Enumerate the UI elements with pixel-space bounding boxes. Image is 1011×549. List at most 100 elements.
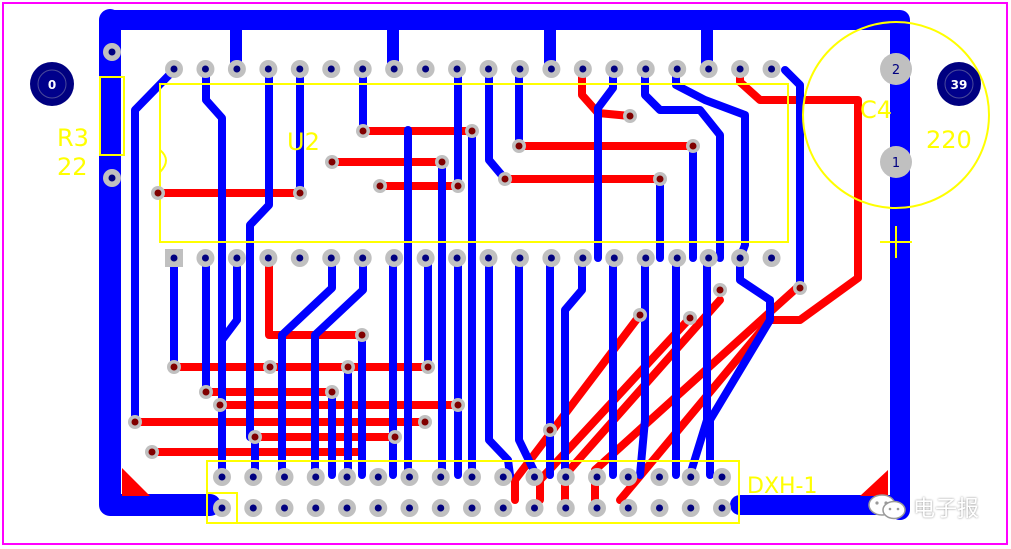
- dxh1-pad-hole: [624, 504, 632, 512]
- u2-pad-hole: [485, 254, 492, 262]
- c4-outline: [802, 21, 990, 209]
- u2-pads: [165, 60, 781, 267]
- u2-pad-hole: [201, 254, 209, 262]
- u2-pad-hole: [673, 254, 681, 262]
- u2-pad-hole: [359, 65, 367, 73]
- u2-pad-hole: [516, 65, 524, 73]
- dxh1-pad-hole: [343, 504, 351, 512]
- u2-pad-hole: [610, 254, 618, 262]
- u2-pad-hole: [642, 65, 650, 73]
- c4-ref-label: C4: [860, 96, 892, 124]
- c4-pad-1-label: 1: [892, 156, 900, 171]
- via-hole: [131, 418, 139, 426]
- u2-pad-hole: [547, 254, 555, 262]
- dxh1-pad-hole: [249, 504, 257, 512]
- r3-value-label: 22: [57, 153, 88, 181]
- u2-pad-hole: [264, 254, 272, 262]
- via-hole: [656, 175, 664, 183]
- dxh1-pad-hole: [499, 473, 507, 481]
- r3-ref-label: R3: [57, 124, 89, 152]
- via-hole: [636, 311, 644, 319]
- dxh1-pad-hole: [249, 473, 257, 481]
- u2-pad-hole: [327, 65, 335, 73]
- u2-pad-hole: [264, 65, 272, 73]
- u2-pad-hole: [705, 65, 713, 73]
- dxh1-pad-hole: [562, 473, 570, 481]
- dxh1-pad-hole: [687, 473, 695, 481]
- via-hole: [454, 182, 462, 190]
- dxh1-pad-hole: [343, 473, 351, 481]
- dxh1-pad-hole: [312, 473, 320, 481]
- c4-pad-2-label: 2: [892, 63, 900, 78]
- via-hole: [546, 426, 554, 434]
- dxh1-pad-hole: [281, 473, 288, 481]
- corner-fill: [860, 470, 888, 496]
- dxh1-pad-hole: [718, 473, 726, 481]
- c4-plus: [880, 226, 912, 258]
- via-hole: [328, 158, 336, 166]
- dxh1-pad-hole: [437, 504, 445, 512]
- dxh1-pads: [213, 468, 731, 517]
- dxh1-pad-hole: [531, 473, 538, 481]
- dxh1-pad-hole: [656, 504, 663, 512]
- via-hole: [438, 158, 446, 166]
- u2-pad-hole: [201, 65, 209, 73]
- via-hole: [296, 189, 304, 197]
- dxh1-pad-hole: [656, 473, 663, 481]
- u2-pad-hole: [485, 65, 492, 73]
- dxh1-pad-hole: [624, 473, 632, 481]
- via-hole: [170, 363, 178, 371]
- u2-pad-hole: [170, 254, 178, 262]
- dxh1-pad-hole: [374, 504, 382, 512]
- dxh1-pad-hole: [406, 504, 413, 512]
- bottom-copper-traces: [131, 66, 804, 479]
- dxh1-pad-hole: [718, 504, 726, 512]
- via-hole: [424, 363, 432, 371]
- watermark: 电子报: [867, 491, 979, 523]
- via-hole: [154, 189, 162, 197]
- wechat-icon: [868, 494, 906, 520]
- via-hole: [148, 448, 156, 456]
- u2-pad-hole: [327, 254, 335, 262]
- r3-pad-hole: [108, 174, 116, 182]
- dxh1-pad-hole: [531, 504, 538, 512]
- dxh1-pad-hole: [374, 473, 382, 481]
- u2-pad-hole: [579, 65, 587, 73]
- u2-pad-hole: [768, 65, 776, 73]
- u2-pad-hole: [359, 254, 367, 262]
- via-hole: [421, 418, 429, 426]
- mount-hole-right: 39: [937, 62, 981, 106]
- via-hole: [454, 401, 462, 409]
- via-hole: [216, 401, 224, 409]
- via-hole: [468, 127, 476, 135]
- u2-pad-hole: [516, 254, 524, 262]
- corner-fill: [122, 468, 150, 496]
- u2-outline: [159, 83, 789, 243]
- u2-pad-hole: [579, 254, 587, 262]
- dxh1-pad-hole: [499, 504, 507, 512]
- u2-ref-label: U2: [287, 128, 320, 156]
- vias: [128, 109, 807, 459]
- u2-pad-hole: [610, 65, 618, 73]
- via-hole: [716, 286, 724, 294]
- watermark-text: 电子报: [912, 497, 979, 522]
- r3-body: [99, 76, 125, 156]
- via-hole: [359, 127, 367, 135]
- u2-pad-hole: [736, 254, 744, 262]
- via-hole: [358, 331, 366, 339]
- u2-pad-hole: [233, 254, 241, 262]
- u2-pad-hole: [422, 254, 430, 262]
- u2-pad-hole: [422, 65, 430, 73]
- u2-pad-hole: [547, 65, 555, 73]
- u2-pad-hole: [642, 254, 650, 262]
- via-hole: [376, 182, 384, 190]
- dxh1-pin1-mark: [206, 492, 238, 524]
- dxh1-pad-hole: [468, 504, 476, 512]
- c4-pad-1: 1: [880, 146, 912, 178]
- dxh1-pad-hole: [468, 473, 476, 481]
- via-hole: [626, 112, 634, 120]
- via-hole: [344, 363, 352, 371]
- u2-pad-hole: [170, 65, 178, 73]
- silkscreen: [99, 21, 990, 524]
